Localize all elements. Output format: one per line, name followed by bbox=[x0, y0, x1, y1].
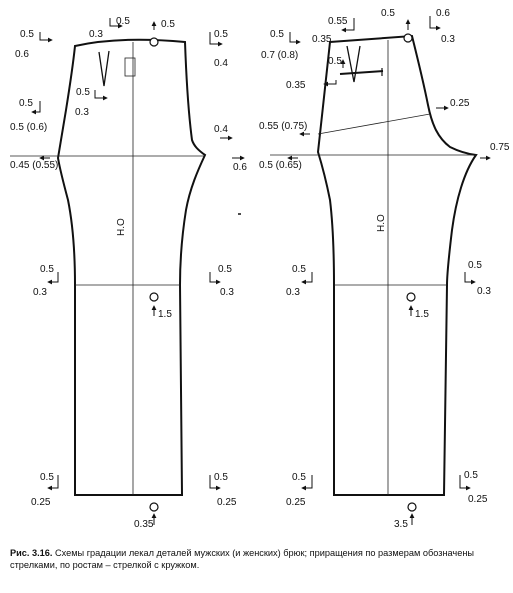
figure-caption-text: Схемы градации лекал деталей мужских (и … bbox=[10, 548, 474, 570]
front-label-g: 0.4 bbox=[214, 58, 228, 69]
front-label-p: 0.3 bbox=[33, 287, 47, 298]
back-label-t: 0.25 bbox=[286, 497, 306, 508]
front-label-o: 0.5 bbox=[40, 264, 54, 275]
back-label-g: 0.3 bbox=[441, 34, 455, 45]
front-height-grading-circles bbox=[149, 37, 159, 512]
trouser-pattern-grading-diagram: Н.О 0.5 0.6 0.3 0.5 0.5 0.5 0.4 0.5 0.3 … bbox=[10, 8, 510, 530]
back-label-d: 0.35 bbox=[312, 34, 332, 45]
front-label-c: 0.3 bbox=[89, 29, 103, 40]
front-label-l: 0.4 bbox=[214, 124, 228, 135]
back-trouser-piece: Н.О bbox=[270, 34, 478, 496]
front-label-r: 0.3 bbox=[220, 287, 234, 298]
back-grading-labels: 0.5 0.7 (0.8) 0.55 0.35 0.5 0.6 0.3 0.5 … bbox=[259, 8, 510, 530]
back-label-l: 0.5 (0.65) bbox=[259, 160, 302, 171]
front-label-v: 0.5 bbox=[214, 472, 228, 483]
front-label-k: 0.5 (0.6) bbox=[10, 122, 47, 133]
front-label-a: 0.5 bbox=[20, 29, 34, 40]
front-label-b: 0.6 bbox=[15, 49, 29, 60]
figure-caption-label: Рис. 3.16. bbox=[10, 548, 53, 558]
front-label-s: 1.5 bbox=[158, 309, 172, 320]
front-pocket-mark bbox=[124, 57, 136, 77]
back-label-c: 0.55 bbox=[328, 16, 348, 27]
back-dart bbox=[346, 45, 361, 83]
back-label-s: 0.5 bbox=[292, 472, 306, 483]
back-label-w: 3.5 bbox=[394, 519, 408, 530]
front-label-f: 0.5 bbox=[214, 29, 228, 40]
back-piece-outline bbox=[316, 34, 478, 496]
back-label-r: 1.5 bbox=[415, 309, 429, 320]
back-label-e: 0.5 bbox=[381, 8, 395, 19]
back-label-b: 0.7 (0.8) bbox=[261, 50, 298, 61]
back-center-line-label: Н.О bbox=[376, 214, 387, 232]
front-grading-labels: 0.5 0.6 0.3 0.5 0.5 0.5 0.4 0.5 0.3 0.5 … bbox=[10, 16, 247, 530]
back-label-p: 0.5 bbox=[468, 260, 482, 271]
figure-caption: Рис. 3.16. Схемы градации лекал деталей … bbox=[10, 547, 506, 571]
back-label-a: 0.5 bbox=[270, 29, 284, 40]
back-label-u: 0.5 bbox=[464, 470, 478, 481]
back-label-n: 0.5 bbox=[292, 264, 306, 275]
front-label-u: 0.25 bbox=[31, 497, 51, 508]
back-label-j: 0.25 bbox=[450, 98, 470, 109]
front-label-d: 0.5 bbox=[116, 16, 130, 27]
front-label-n: 0.6 bbox=[233, 162, 247, 173]
back-label-h: 0.5 bbox=[328, 56, 342, 67]
back-grading-arrows bbox=[287, 16, 491, 525]
back-pocket-line bbox=[339, 70, 384, 75]
back-label-m: 0.75 bbox=[490, 142, 510, 153]
back-seat-line bbox=[317, 113, 431, 135]
front-grading-arrows bbox=[31, 18, 245, 525]
front-label-j: 0.5 bbox=[19, 98, 33, 109]
front-label-q: 0.5 bbox=[218, 264, 232, 275]
front-label-i: 0.3 bbox=[75, 107, 89, 118]
front-center-line-label: Н.О bbox=[116, 218, 127, 236]
back-label-q: 0.3 bbox=[477, 286, 491, 297]
front-label-x: 0.35 bbox=[134, 519, 154, 530]
front-label-e: 0.5 bbox=[161, 19, 175, 30]
front-label-m: 0.45 (0.55) bbox=[10, 160, 58, 171]
front-label-h: 0.5 bbox=[76, 87, 90, 98]
front-piece-outline bbox=[56, 38, 207, 496]
back-label-i: 0.35 bbox=[286, 80, 306, 91]
back-label-f: 0.6 bbox=[436, 8, 450, 19]
back-label-o: 0.3 bbox=[286, 287, 300, 298]
front-dart bbox=[98, 50, 110, 87]
front-label-t: 0.5 bbox=[40, 472, 54, 483]
front-label-w: 0.25 bbox=[217, 497, 237, 508]
back-label-k: 0.55 (0.75) bbox=[259, 121, 307, 132]
back-height-grading-circles bbox=[403, 33, 417, 512]
back-label-v: 0.25 bbox=[468, 494, 488, 505]
